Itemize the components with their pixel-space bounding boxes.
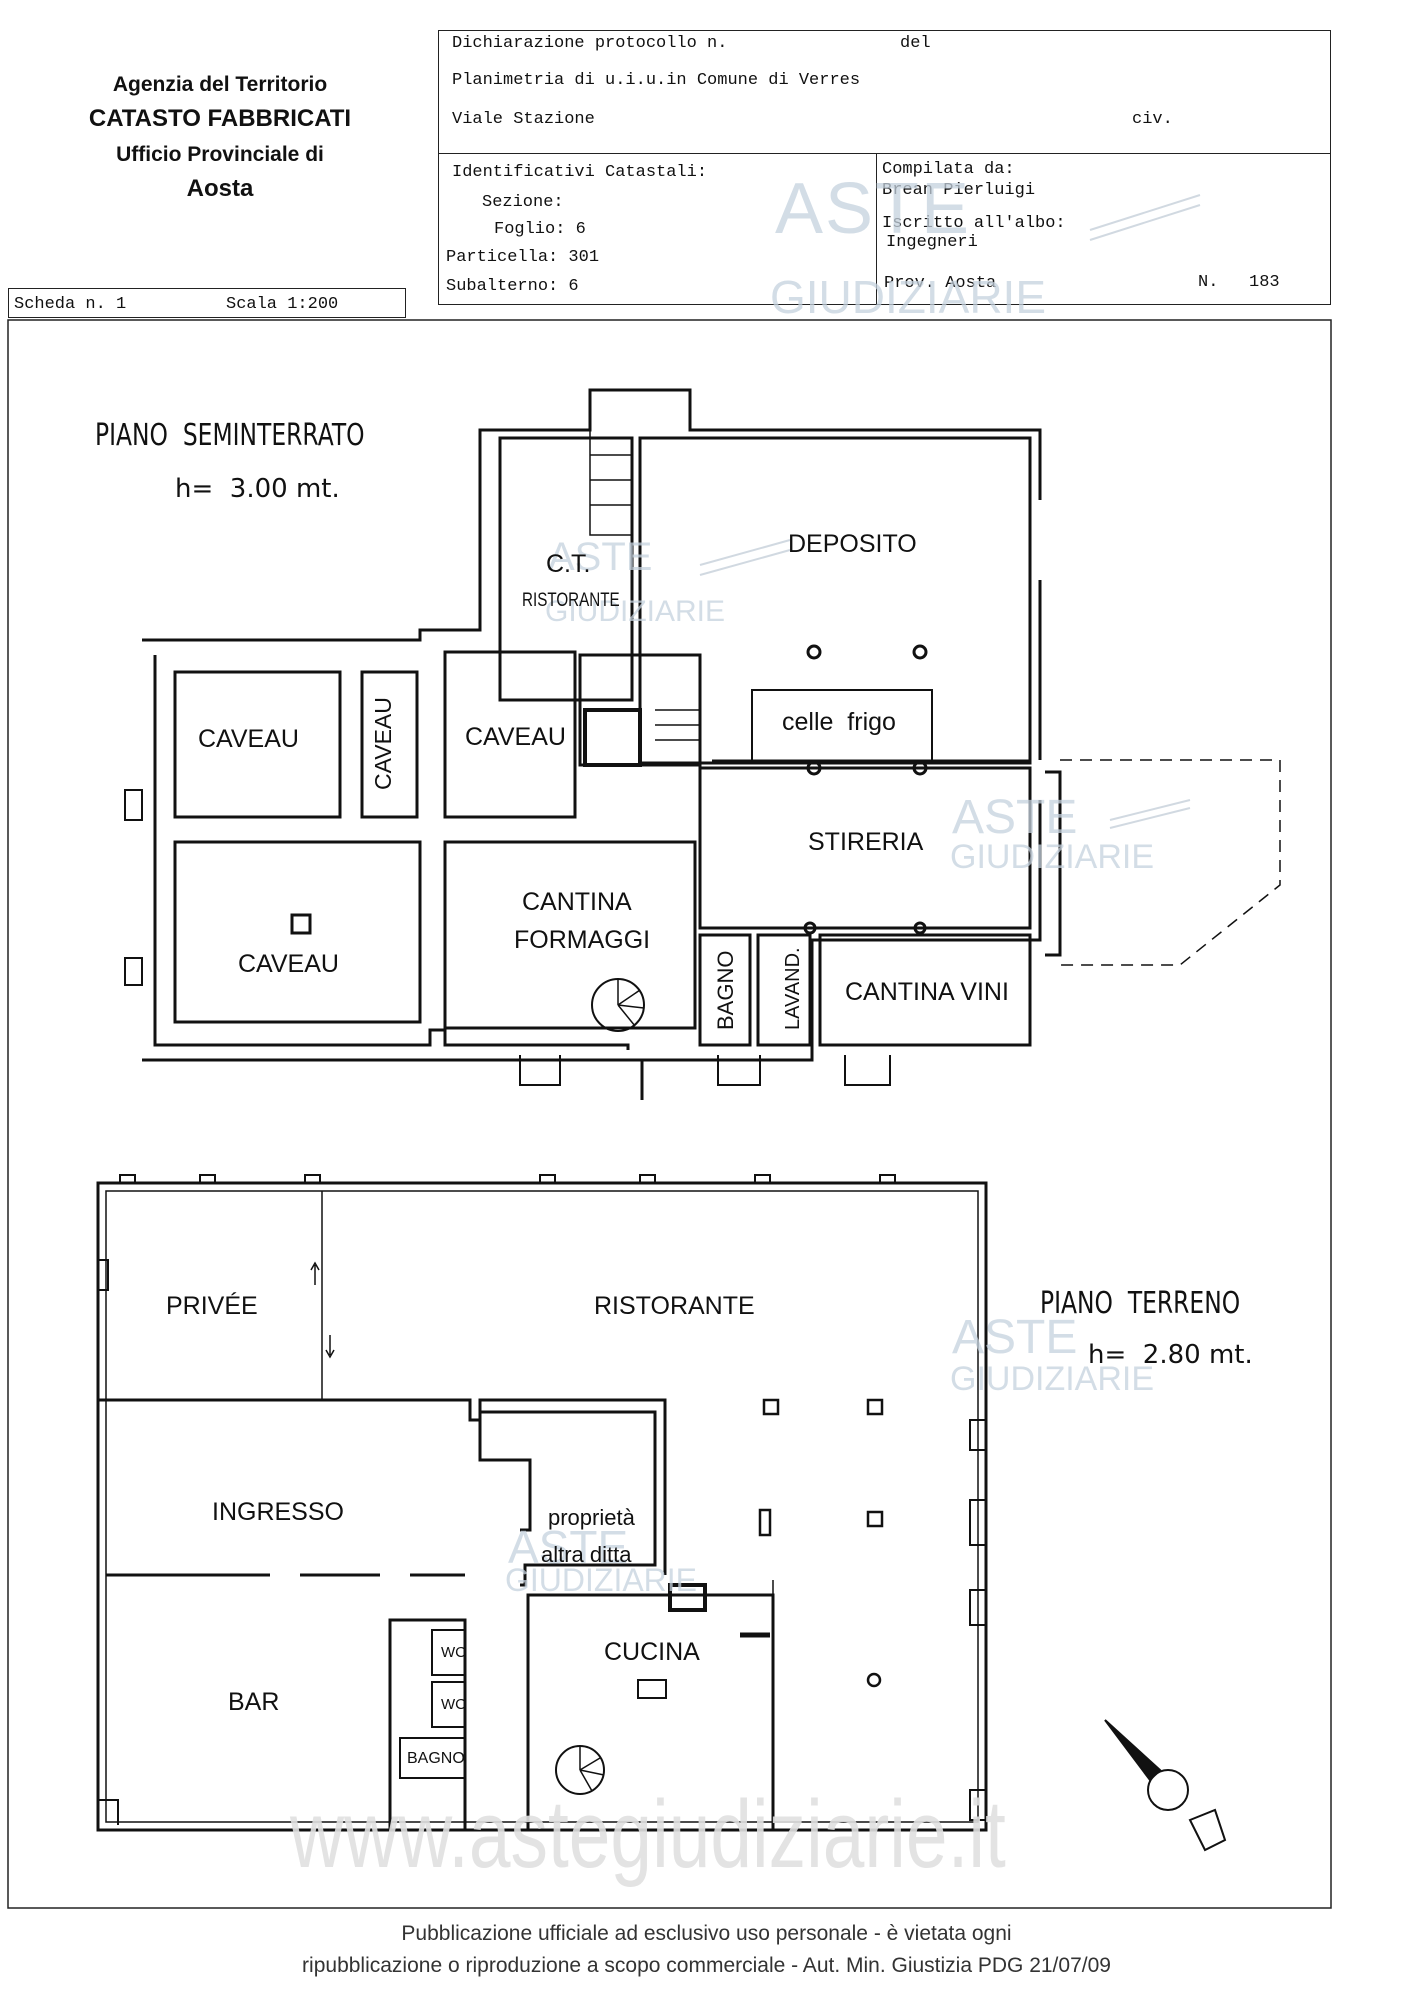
room-wc-1: WC <box>441 1644 466 1661</box>
subalterno-field: Subalterno: 6 <box>446 277 579 296</box>
room-cucina: CUCINA <box>604 1638 700 1666</box>
room-cantina-vini: CANTINA VINI <box>845 978 1009 1006</box>
watermark-giudiziarie-1: GIUDIZIARIE <box>770 271 1047 323</box>
address-text: Viale Stazione <box>452 110 595 129</box>
room-ct-ristorante: RISTORANTE <box>522 590 620 611</box>
watermark-aste-4: ASTE <box>952 1311 1078 1364</box>
footer-line-2: ripubblicazione o riproduzione a scopo c… <box>302 1954 1111 1977</box>
basement-height: h= 3.00 mt. <box>175 474 340 504</box>
watermark-aste-3: ASTE <box>952 791 1078 844</box>
identificativi-label: Identificativi Catastali: <box>452 163 708 182</box>
caveau-room-4 <box>173 840 422 1024</box>
watermark-site: www.astegiudiziarie.it <box>290 1781 1006 1888</box>
cantina-vini-room <box>818 933 1032 1047</box>
caveau-room-1 <box>173 670 342 819</box>
bagno-small <box>399 1737 466 1779</box>
room-cantina: CANTINA <box>522 888 632 916</box>
ground-plan <box>96 1174 988 1832</box>
particella-field: Particella: 301 <box>446 248 600 267</box>
footer-line-1: Pubblicazione ufficiale ad esclusivo uso… <box>401 1922 1012 1945</box>
civ-label: civ. <box>1132 110 1173 129</box>
protocol-label: Dichiarazione protocollo n. <box>452 34 728 53</box>
scheda-box <box>8 288 406 318</box>
ct-room <box>498 436 634 702</box>
wc-2 <box>431 1681 466 1728</box>
del-label: del <box>900 34 931 53</box>
wc-1 <box>431 1629 466 1676</box>
room-privee: PRIVÉE <box>166 1292 258 1320</box>
watermark-giudiziarie-3: GIUDIZIARIE <box>950 838 1155 876</box>
room-ingresso: INGRESSO <box>212 1498 344 1526</box>
room-caveau-2: CAVEAU <box>370 697 396 790</box>
office-label: Ufficio Provinciale di <box>116 142 324 166</box>
room-ct: C.T. <box>546 550 591 578</box>
north-arrow <box>1104 1719 1227 1852</box>
room-bagno-ground: BAGNO <box>407 1750 465 1767</box>
caveau-room-3 <box>443 650 577 819</box>
basement-plan <box>124 388 1281 1100</box>
watermark-aste-2: ASTE <box>548 535 653 579</box>
cantina-formaggi-room <box>443 840 697 1030</box>
watermark-aste-5: ASTE <box>508 1521 629 1573</box>
lavand-room <box>756 933 812 1047</box>
room-bagno: BAGNO <box>713 950 738 1030</box>
scheda-label: Scheda n. 1 <box>14 295 127 314</box>
sezione-field: Sezione: <box>482 193 564 212</box>
compilata-label: Compilata da: <box>882 160 1015 179</box>
agency-name: Agenzia del Territorio <box>112 73 328 96</box>
room-bar: BAR <box>228 1688 280 1716</box>
drawing-frame <box>7 319 1332 1909</box>
catasto-title: CATASTO FABBRICATI <box>88 105 352 133</box>
ground-height: h= 2.80 mt. <box>1088 1340 1253 1370</box>
room-proprieta: proprietà <box>548 1505 635 1530</box>
watermark-giudiziarie-5: GIUDIZIARIE <box>505 1562 698 1598</box>
caveau-room-2 <box>360 670 419 819</box>
watermark-group <box>699 194 1201 829</box>
room-caveau-4: CAVEAU <box>238 950 339 978</box>
watermark-giudiziarie-2: GIUDIZIARIE <box>545 595 726 628</box>
planimetria-text: Planimetria di u.i.u.in Comune di Verres <box>452 71 861 90</box>
room-altra-ditta: altra ditta <box>541 1542 632 1567</box>
bagno-room <box>698 933 752 1047</box>
watermark-aste-1: ASTE <box>775 169 972 249</box>
room-celle-frigo: celle frigo <box>782 708 896 736</box>
compilata-name: Brean Pierluigi <box>882 181 1036 200</box>
room-wc-2: WC <box>441 1696 466 1713</box>
stireria-room <box>698 766 1032 930</box>
watermark-giudiziarie-4: GIUDIZIARIE <box>950 1360 1155 1398</box>
basement-title: PIANO SEMINTERRATO <box>95 418 365 453</box>
foglio-field: Foglio: 6 <box>494 220 586 239</box>
room-caveau-1: CAVEAU <box>198 725 299 753</box>
number-field: N. 183 <box>1198 273 1280 292</box>
room-stireria: STIRERIA <box>808 828 924 856</box>
ground-title: PIANO TERRENO <box>1040 1286 1241 1321</box>
room-ristorante: RISTORANTE <box>594 1292 755 1320</box>
compilata-box <box>876 153 1331 305</box>
room-lavand: LAVAND. <box>782 947 804 1030</box>
scala-label: Scala 1:200 <box>226 295 339 314</box>
office-city: Aosta <box>186 175 254 203</box>
iscritto-value: Ingegneri <box>886 233 978 252</box>
room-caveau-3: CAVEAU <box>465 723 566 751</box>
prov-field: Prov. Aosta <box>884 274 997 293</box>
room-formaggi: FORMAGGI <box>514 926 651 954</box>
room-deposito: DEPOSITO <box>788 530 917 558</box>
iscritto-label: Iscritto all'albo: <box>882 214 1066 233</box>
agency-block: Agenzia del Territorio CATASTO FABBRICAT… <box>40 72 400 204</box>
